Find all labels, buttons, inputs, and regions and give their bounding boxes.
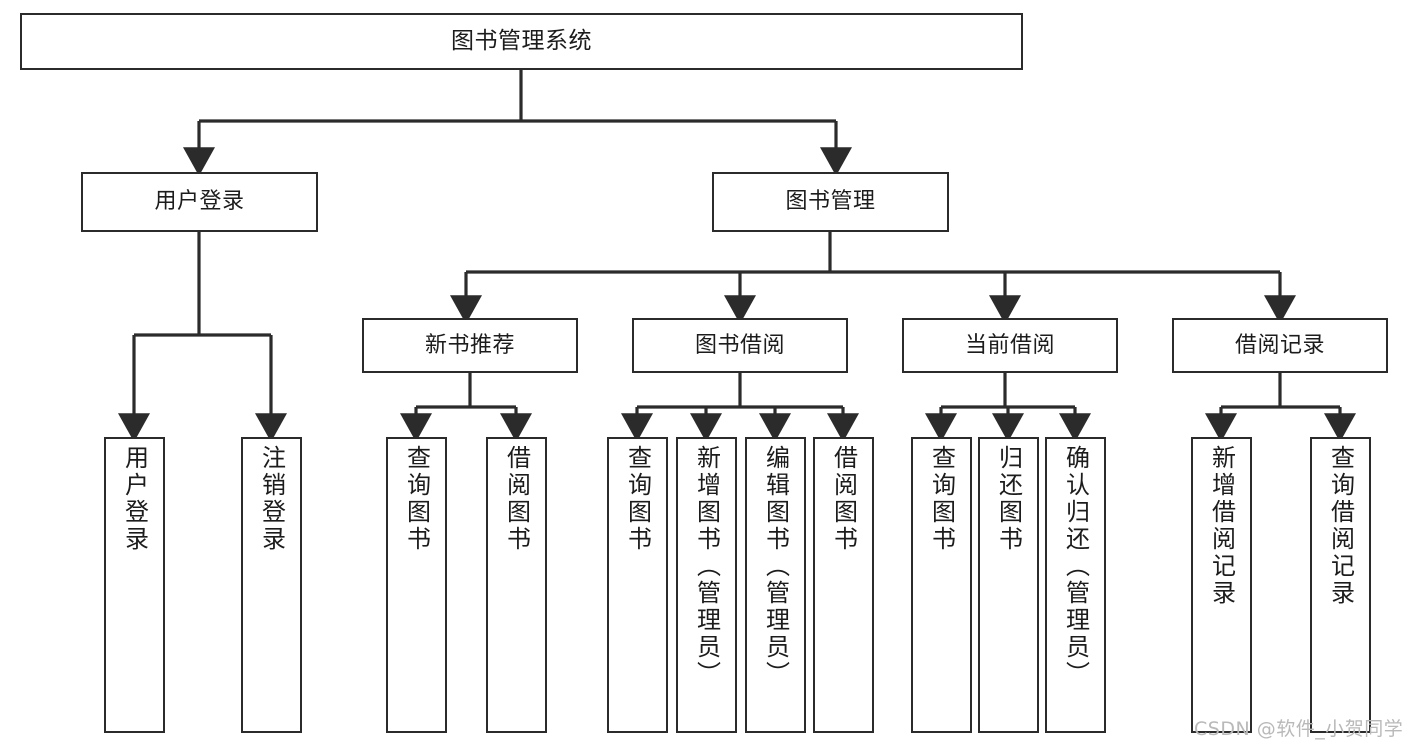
- node-label: 注销登录: [257, 445, 286, 553]
- node-label: 图书管理: [785, 189, 876, 215]
- node-label: 图书管理系统: [451, 27, 592, 54]
- node-label: 图书借阅: [694, 332, 785, 358]
- leaf-user-logout[interactable]: 注销登录: [241, 437, 302, 733]
- node-label: 借阅记录: [1234, 332, 1325, 358]
- leaf-borrow-book-borrowing[interactable]: 借阅图书: [813, 437, 874, 733]
- node-label: 查询借阅记录: [1326, 445, 1355, 607]
- leaf-borrow-book-new-book[interactable]: 借阅图书: [486, 437, 547, 733]
- node-label: 借阅图书: [502, 445, 531, 553]
- node-borrowing-record[interactable]: 借阅记录: [1172, 318, 1388, 373]
- node-root-book-management-system[interactable]: 图书管理系统: [20, 13, 1023, 70]
- leaf-query-book-borrowing[interactable]: 查询图书: [607, 437, 668, 733]
- node-label: 借阅图书: [829, 445, 858, 553]
- leaf-query-borrow-record[interactable]: 查询借阅记录: [1310, 437, 1371, 733]
- node-label: 新增图书（管理员）: [692, 445, 721, 688]
- leaf-user-login[interactable]: 用户登录: [104, 437, 165, 733]
- node-label: 查询图书: [927, 445, 956, 553]
- leaf-edit-book-admin[interactable]: 编辑图书（管理员）: [745, 437, 806, 733]
- node-label: 归还图书: [994, 445, 1023, 553]
- node-label: 用户登录: [154, 189, 245, 215]
- node-label: 当前借阅: [964, 332, 1055, 358]
- node-label: 确认归还（管理员）: [1061, 445, 1090, 688]
- leaf-confirm-return-admin[interactable]: 确认归还（管理员）: [1045, 437, 1106, 733]
- node-book-management[interactable]: 图书管理: [712, 172, 949, 232]
- node-label: 查询图书: [623, 445, 652, 553]
- node-user-login[interactable]: 用户登录: [81, 172, 318, 232]
- leaf-add-book-admin[interactable]: 新增图书（管理员）: [676, 437, 737, 733]
- node-label: 新书推荐: [424, 332, 515, 358]
- leaf-query-book-new-book[interactable]: 查询图书: [386, 437, 447, 733]
- leaf-return-book[interactable]: 归还图书: [978, 437, 1039, 733]
- leaf-query-book-current[interactable]: 查询图书: [911, 437, 972, 733]
- node-new-book-recommendation[interactable]: 新书推荐: [362, 318, 578, 373]
- csdn-watermark: CSDN @软件_小贺同学: [1194, 718, 1404, 740]
- node-label: 查询图书: [402, 445, 431, 553]
- node-label: 新增借阅记录: [1207, 445, 1236, 607]
- node-book-borrowing[interactable]: 图书借阅: [632, 318, 848, 373]
- node-label: 用户登录: [120, 445, 149, 553]
- node-current-borrowing[interactable]: 当前借阅: [902, 318, 1118, 373]
- leaf-add-borrow-record[interactable]: 新增借阅记录: [1191, 437, 1252, 733]
- node-label: 编辑图书（管理员）: [761, 445, 790, 688]
